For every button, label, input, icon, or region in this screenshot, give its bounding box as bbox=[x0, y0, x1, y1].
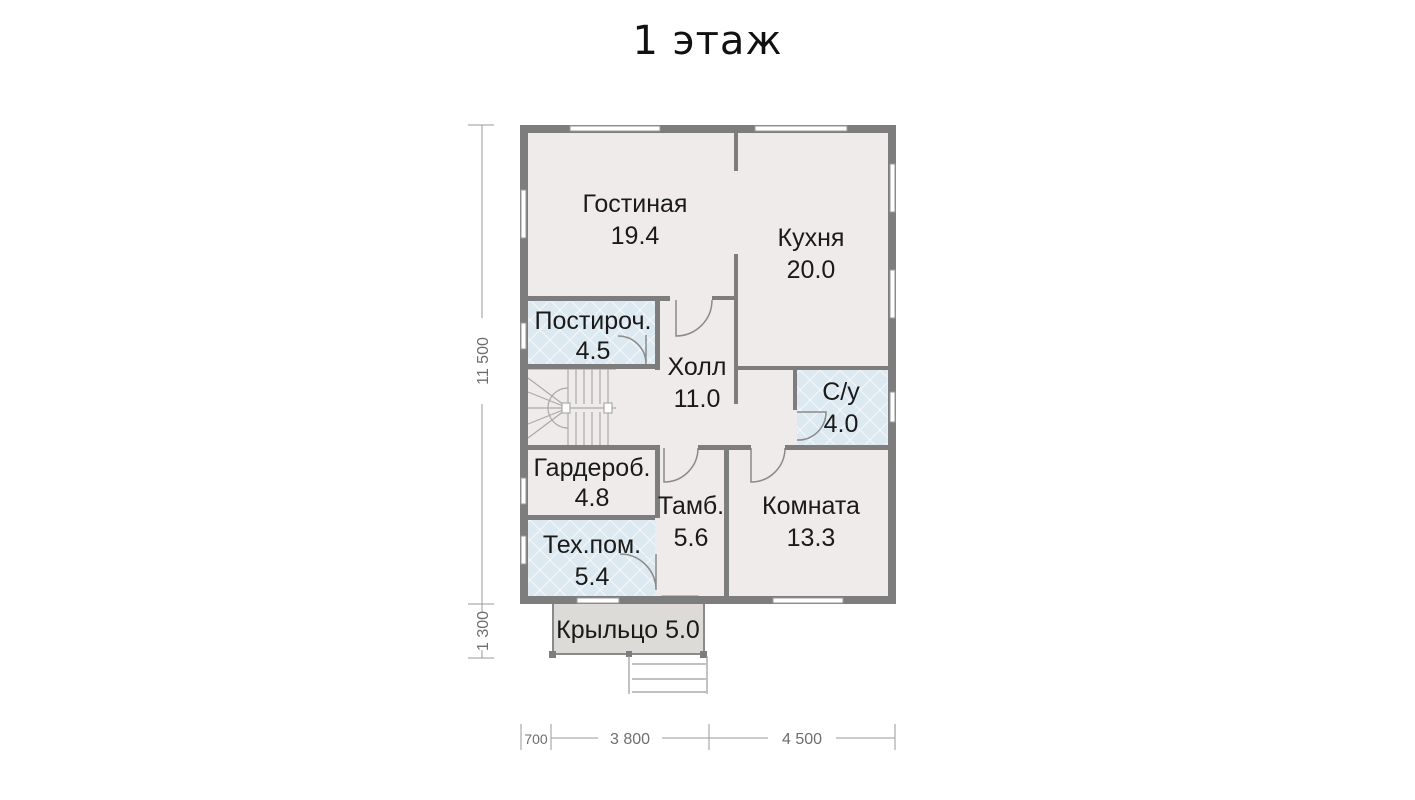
dimension-height-porch: 1 300 bbox=[475, 611, 492, 651]
doors bbox=[617, 299, 827, 603]
laundry-tile-floor bbox=[528, 301, 655, 364]
room-name-living: Гостиная bbox=[583, 190, 688, 218]
room-name-tech: Тех.пом. bbox=[543, 531, 641, 559]
room-area-living: 19.4 bbox=[611, 222, 660, 250]
room-area-wardrobe: 4.8 bbox=[575, 484, 610, 512]
horizontal-dimensions bbox=[520, 724, 896, 750]
room-name-laundry: Постироч. bbox=[534, 307, 651, 335]
floor-title: 1 этаж bbox=[632, 18, 783, 64]
room-area-kitchen: 20.0 bbox=[787, 256, 836, 284]
room-area-vestibule: 5.6 bbox=[674, 524, 709, 552]
dimension-width-porch-offset: 700 bbox=[524, 731, 548, 747]
room-area-room: 13.3 bbox=[787, 524, 836, 552]
room-labels: Гостиная 19.4 Кухня 20.0 Постироч. 4.5 Х… bbox=[534, 190, 861, 644]
room-name-bathroom: С/у bbox=[822, 378, 860, 406]
porch-posts bbox=[549, 651, 707, 658]
room-name-vestibule: Тамб. bbox=[658, 492, 724, 520]
dimension-width-right: 4 500 bbox=[782, 731, 822, 748]
room-area-bathroom: 4.0 bbox=[824, 410, 859, 438]
room-name-hall: Холл bbox=[668, 353, 727, 381]
windows bbox=[520, 125, 896, 604]
porch-label: Крыльцо 5.0 bbox=[556, 616, 700, 644]
walls bbox=[520, 125, 896, 604]
room-fills bbox=[523, 128, 893, 655]
dimension-width-left: 3 800 bbox=[610, 731, 650, 748]
dimension-height-house: 11 500 bbox=[475, 337, 492, 385]
room-name-room: Комната bbox=[762, 492, 860, 520]
room-name-wardrobe: Гардероб. bbox=[534, 454, 651, 482]
tech-room-tile-floor bbox=[528, 520, 655, 596]
vertical-dimensions bbox=[468, 124, 494, 659]
room-area-tech: 5.4 bbox=[575, 563, 610, 591]
room-area-laundry: 4.5 bbox=[576, 337, 611, 365]
bathroom-tile-floor bbox=[797, 369, 887, 446]
room-area-hall: 11.0 bbox=[674, 385, 721, 413]
porch-steps bbox=[628, 656, 708, 694]
room-name-kitchen: Кухня bbox=[778, 224, 845, 252]
porch-fill bbox=[552, 601, 705, 655]
staircase bbox=[527, 368, 616, 447]
